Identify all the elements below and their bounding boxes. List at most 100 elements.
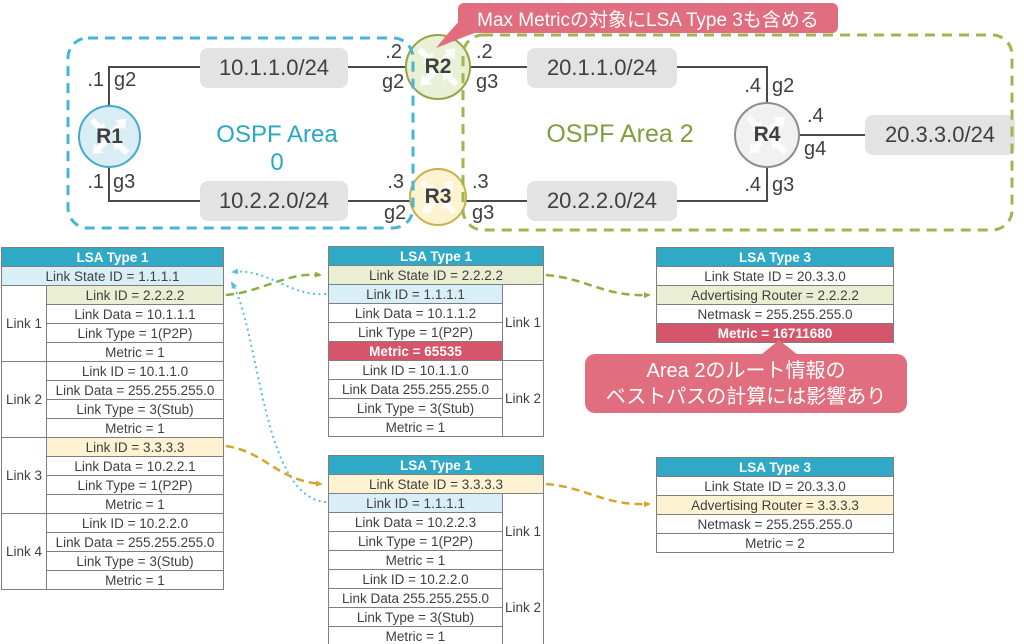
- table-cell: Link ID = 2.2.2.2: [46, 285, 224, 305]
- table-row: Metric = 1: [2, 342, 224, 362]
- table-cell: Link State ID = 20.3.3.0: [656, 266, 894, 286]
- table-cell: Link Type = 3(Stub): [328, 398, 503, 418]
- iflabel-r4-g4: g4: [804, 138, 827, 160]
- link-group-label: Link 4: [1, 513, 47, 590]
- table-cell: Metric = 1: [46, 342, 224, 362]
- link-group-label: Link 1: [1, 285, 47, 362]
- iflabel-r4-g3: g3: [772, 174, 795, 196]
- router-r4: R4: [734, 102, 800, 168]
- lsa-table-title: LSA Type 3: [656, 247, 894, 267]
- table-cell: Link Data = 255.255.255.0: [46, 380, 224, 400]
- lsa-type3-table-r2: LSA Type 3 Link State ID = 20.3.3.0 Adve…: [656, 247, 894, 343]
- max-metric-cell: Metric = 16711680: [656, 323, 894, 343]
- network-pill-20-2-2-0: 20.2.2.0/24: [527, 181, 677, 221]
- lsa-type1-table-r1: LSA Type 1 Link State ID = 1.1.1.1 Link …: [1, 247, 224, 590]
- connector-linkid2222-to-lsid2222: [225, 271, 322, 297]
- table-cell: Link Data = 10.2.2.1: [46, 456, 224, 476]
- connector-r2linkid1111-to-lsid1111: [231, 268, 327, 296]
- lsa-table-title: LSA Type 1: [1, 247, 224, 267]
- iflabel-r2-g3-ip: .2: [476, 41, 493, 63]
- lsa-type3-table-r3: LSA Type 3 Link State ID = 20.3.3.0 Adve…: [656, 457, 894, 553]
- table-row: Metric = 1: [2, 570, 224, 590]
- link-group-label: Link 2: [1, 361, 47, 438]
- table-cell: Link ID = 10.1.1.0: [46, 361, 224, 381]
- table-cell: Link ID = 1.1.1.1: [328, 284, 503, 304]
- table-cell: Netmask = 255.255.255.0: [656, 304, 894, 324]
- router-label: R1: [96, 124, 123, 148]
- iflabel-r2-g2-ip: .2: [385, 41, 402, 63]
- table-row: Advertising Router = 2.2.2.2: [656, 285, 894, 305]
- iflabel-r1-g2-ip: .1: [87, 69, 104, 91]
- table-cell: Metric = 1: [46, 494, 224, 514]
- iflabel-r1-g2: g2: [114, 69, 137, 91]
- table-row: LSA Type 3: [656, 457, 894, 477]
- ospf-area2-label: OSPF Area 2: [546, 120, 694, 148]
- table-cell: Netmask = 255.255.255.0: [656, 514, 894, 534]
- lsa-type1-table-r3: LSA Type 1 Link State ID = 3.3.3.3 Link …: [327, 455, 545, 644]
- table-cell: Metric = 1: [328, 417, 503, 437]
- network-label: 20.1.1.0/24: [546, 55, 658, 80]
- table-cell: Link ID = 1.1.1.1: [328, 493, 503, 513]
- router-r2: R2: [405, 34, 471, 100]
- iflabel-r2-g2: g2: [382, 71, 405, 93]
- network-label: 20.2.2.0/24: [546, 188, 658, 213]
- router-label: R2: [424, 55, 452, 78]
- table-row: LSA Type 1: [327, 246, 545, 266]
- table-cell: Link Type = 3(Stub): [46, 399, 224, 419]
- link-group-label: Link 2: [501, 569, 545, 644]
- table-row: Link Data = 10.2.2.3: [328, 512, 544, 532]
- table-row: Link State ID = 20.3.3.0: [656, 476, 894, 496]
- iflabel-r3-g3-ip: .3: [472, 171, 489, 193]
- connector-r3linkid1111-to-lsid1111: [231, 281, 327, 503]
- table-cell: Link Data = 255.255.255.0: [46, 532, 224, 552]
- lsa-type1-table-r2: LSA Type 1 Link State ID = 2.2.2.2 Link …: [327, 246, 545, 437]
- table-cell: Link Data = 10.2.2.3: [328, 512, 503, 532]
- network-label: 10.2.2.0/24: [218, 188, 330, 213]
- link-group-label: Link 1: [501, 284, 545, 361]
- table-row: Link Data = 255.255.255.0: [2, 532, 224, 552]
- table-row: LSA Type 1: [1, 247, 224, 267]
- max-metric-banner: Max Metricの対象にLSA Type 3も含める: [458, 3, 838, 33]
- network-label: 10.1.1.0/24: [218, 55, 330, 80]
- table-cell: Metric = 1: [46, 570, 224, 590]
- advertising-router-cell: Advertising Router = 2.2.2.2: [656, 285, 894, 305]
- max-metric-cell: Metric = 65535: [328, 341, 503, 361]
- iflabel-r3-g3: g3: [472, 202, 495, 224]
- area2-impact-callout: Area 2のルート情報の ベストパスの計算には影響あり: [585, 354, 907, 413]
- table-row: Metric = 16711680: [656, 323, 894, 343]
- lsa-table-title: LSA Type 1: [327, 246, 545, 266]
- iflabel-r4-g2: g2: [772, 75, 795, 97]
- iflabel-r3-g2: g2: [384, 202, 407, 224]
- network-label: 20.3.3.0/24: [884, 122, 996, 147]
- table-row: Link Data 255.255.255.0: [328, 588, 544, 608]
- table-cell: Link Type = 1(P2P): [46, 323, 224, 343]
- table-cell: Link ID = 10.1.1.0: [328, 360, 503, 380]
- lsa-table-title: LSA Type 3: [656, 457, 894, 477]
- connector-lsid2222-to-advrouter2222: [545, 273, 651, 299]
- link-group-label: Link 3: [1, 437, 47, 514]
- table-cell: Link Type = 3(Stub): [46, 551, 224, 571]
- table-row: Netmask = 255.255.255.0: [656, 514, 894, 534]
- router-label: R3: [424, 185, 452, 208]
- table-row: Link Type = 1(P2P): [328, 531, 544, 551]
- table-cell: Link ID = 10.2.2.0: [328, 569, 503, 589]
- table-row: Link State ID = 3.3.3.3: [327, 474, 545, 494]
- table-row: LSA Type 3: [656, 247, 894, 267]
- link-state-id-cell: Link State ID = 3.3.3.3: [327, 474, 545, 494]
- network-pill-10-1-1-0: 10.1.1.0/24: [200, 48, 348, 88]
- table-row: LSA Type 1: [327, 455, 545, 475]
- table-cell: Link Data 255.255.255.0: [328, 588, 503, 608]
- iflabel-r4-g2-ip: .4: [744, 75, 761, 97]
- router-label: R4: [753, 123, 781, 146]
- table-cell: Link ID = 3.3.3.3: [46, 437, 224, 457]
- router-icon: [419, 179, 457, 215]
- network-pill-20-3-3-0: 20.3.3.0/24: [865, 115, 1015, 155]
- iflabel-r1-g3-ip: .1: [87, 171, 104, 193]
- table-row: Metric = 1: [328, 626, 544, 644]
- table-row: Netmask = 255.255.255.0: [656, 304, 894, 324]
